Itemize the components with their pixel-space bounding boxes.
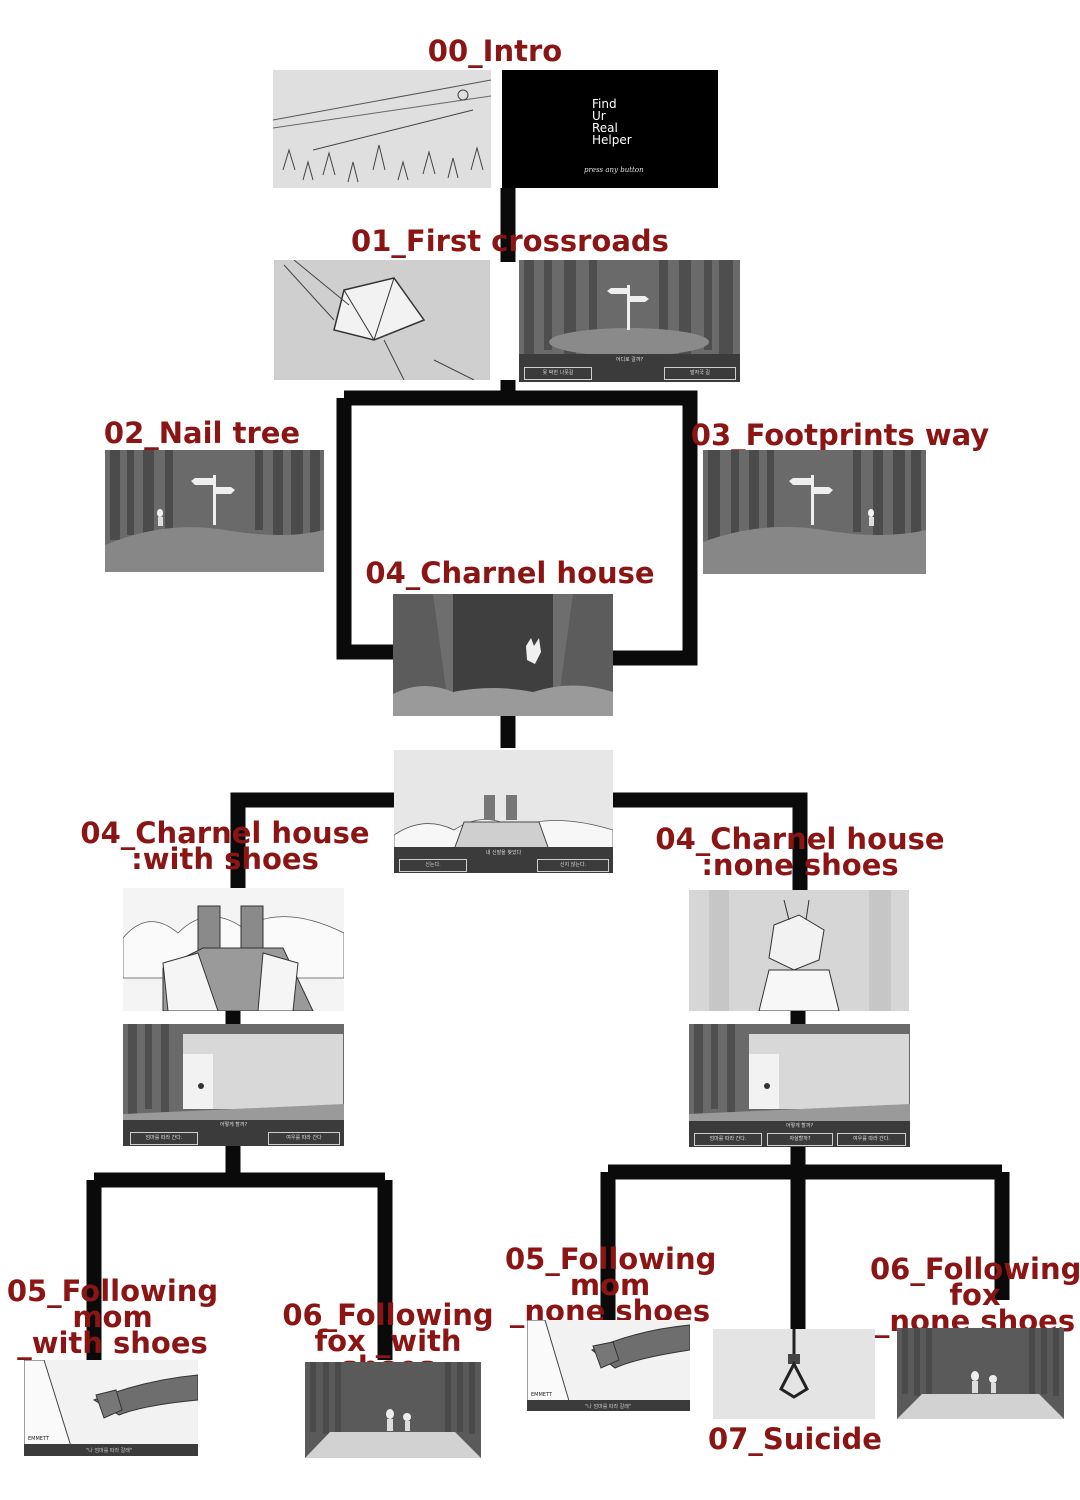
crossroads-dialog-question: 어디로 갈까? — [615, 357, 644, 363]
fox-none-shoes-image — [897, 1328, 1064, 1419]
intro-title-line1: Find — [592, 97, 617, 111]
intro-title-line3: Real — [592, 121, 618, 135]
intro-press-any-button: press any button — [584, 166, 644, 174]
mom-hand-image — [24, 1360, 198, 1456]
none-shoes-suicide-choice[interactable]: 자살할까? — [767, 1133, 833, 1146]
mom-hand-none-shoes-image — [527, 1320, 690, 1411]
thumb-none-shoes-game: 어떻게 할까? 엄마를 따라 간다. 자살할까? 여우를 따라 간다. — [689, 1024, 910, 1147]
connector-none-shoes-split — [600, 1164, 1010, 1335]
thumb-fox-with-shoes — [305, 1362, 481, 1458]
forest-sketch-image — [273, 70, 491, 188]
title-nail-tree: 02_Nail tree — [103, 416, 301, 450]
none-shoes-dialog-question: 어떻게 할까? — [785, 1123, 814, 1129]
noose-image — [713, 1329, 875, 1419]
thumb-nail-tree — [105, 450, 324, 572]
mom-none-shoes-speaker: EMMETT — [531, 1392, 552, 1398]
thumb-with-shoes-sketch — [123, 888, 344, 1011]
footprints-forest-image — [703, 450, 926, 574]
title-footprints-way: 03_Footprints way — [690, 418, 990, 452]
charnel-house-image — [393, 594, 613, 716]
intro-title-line4: Helper — [592, 133, 632, 147]
title-charnel-none-shoes: 04_Charnel house :none shoes — [655, 822, 945, 882]
connector-split-loop — [344, 390, 698, 666]
thumb-crossroads-game: 어디로 갈까? 못 박힌 나뭇길 발자국 길 — [519, 260, 740, 382]
fox-with-shoes-image — [305, 1362, 481, 1458]
with-shoes-dialog: 어떻게 할까? 엄마를 따라 간다. 여우를 따라 간다 — [123, 1120, 344, 1146]
shoes-wear-choice[interactable]: 신는다. — [399, 859, 467, 872]
title-first-crossroads: 01_First crossroads — [351, 224, 669, 258]
mom-with-shoes-speaker: EMMETT — [28, 1436, 49, 1442]
thumb-intro-sketch — [273, 70, 491, 188]
thumb-with-shoes-game: 어떻게 할까? 엄마를 따라 간다. 여우를 따라 간다 — [123, 1024, 344, 1146]
title-fox-none-shoes: 06_Following fox _none shoes — [870, 1252, 1080, 1338]
thumb-intro-title-screen: Find Ur Real Helper press any button — [502, 70, 718, 188]
connector-shoes-branch-left — [230, 792, 394, 893]
with-shoes-dialog-question: 어떻게 할까? — [219, 1122, 248, 1128]
crossroads-left-choice[interactable]: 못 박힌 나뭇길 — [524, 367, 592, 380]
connector-shoes-branch-right — [612, 792, 808, 893]
crossroads-right-choice[interactable]: 발자국 길 — [664, 367, 736, 380]
none-shoes-follow-mom-choice[interactable]: 엄마를 따라 간다. — [694, 1133, 762, 1146]
mom-none-shoes-line: "나 엄마를 따라 갈래" — [585, 1404, 632, 1410]
wearing-shoes-sketch-image — [123, 888, 344, 1011]
with-shoes-follow-mom-choice[interactable]: 엄마를 따라 간다. — [130, 1132, 198, 1145]
title-intro: 00_Intro — [427, 34, 563, 68]
connector-left-loop — [336, 398, 394, 660]
thumb-charnel-house — [393, 594, 613, 716]
thumb-footprints-way — [703, 450, 926, 574]
intro-title-line2: Ur — [592, 109, 606, 123]
mom-none-shoes-subtitle: EMMETT "나 엄마를 따라 갈래" — [527, 1392, 690, 1411]
mom-with-shoes-line: "나 엄마를 따라 갈래" — [86, 1448, 133, 1454]
mom-with-shoes-subtitle: EMMETT "나 엄마를 따라 갈래" — [24, 1436, 198, 1456]
thumb-mom-none-shoes: EMMETT "나 엄마를 따라 갈래" — [527, 1320, 690, 1411]
crossroads-dialog: 어디로 갈까? 못 박힌 나뭇길 발자국 길 — [519, 354, 740, 382]
none-shoes-sketch-image — [689, 890, 909, 1011]
none-shoes-dialog: 어떻게 할까? 엄마를 따라 간다. 자살할까? 여우를 따라 간다. — [689, 1121, 910, 1147]
connector-with-shoes-split — [86, 1172, 393, 1360]
with-shoes-follow-fox-choice[interactable]: 여우를 따라 간다 — [268, 1132, 340, 1145]
box-head-sketch-image — [274, 260, 490, 380]
thumb-mom-with-shoes: EMMETT "나 엄마를 따라 갈래" — [24, 1360, 198, 1456]
title-charnel-house: 04_Charnel house — [365, 556, 655, 590]
thumb-fox-none-shoes — [897, 1328, 1064, 1419]
none-shoes-follow-fox-choice[interactable]: 여우를 따라 간다. — [837, 1133, 906, 1146]
title-charnel-with-shoes: 04_Charnel house :with shoes — [80, 816, 370, 876]
title-mom-with-shoes: 05_Following mom _with shoes — [6, 1274, 219, 1360]
shoes-no-wear-choice[interactable]: 신지 않는다. — [537, 859, 609, 872]
thumb-crossroads-sketch — [274, 260, 490, 380]
thumb-suicide — [713, 1329, 875, 1419]
thumb-shoes-choice: 내 신발을 찾았다 신는다. 신지 않는다. — [394, 750, 613, 873]
title-suicide: 07_Suicide — [708, 1422, 882, 1456]
shoes-dialog: 내 신발을 찾았다 신는다. 신지 않는다. — [394, 847, 613, 873]
nail-tree-forest-image — [105, 450, 324, 572]
shoes-dialog-question: 내 신발을 찾았다 — [485, 850, 522, 856]
thumb-none-shoes-sketch — [689, 890, 909, 1011]
title-mom-none-shoes: 05_Following mom _none shoes — [505, 1242, 717, 1328]
